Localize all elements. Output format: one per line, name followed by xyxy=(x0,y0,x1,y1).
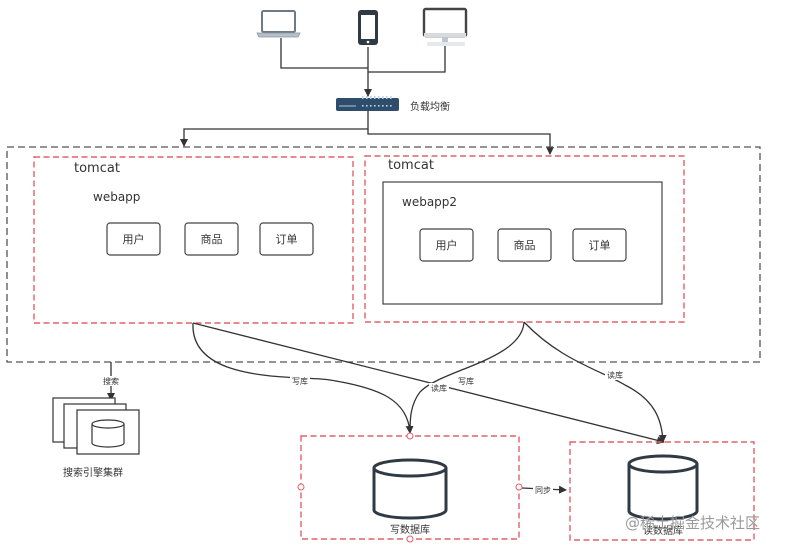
search-cluster-label: 搜索引擎集群 xyxy=(63,466,123,479)
edge-tomcat1-write xyxy=(192,322,414,434)
edge-labels: 写库 读库 写库 读库 搜索 同步 xyxy=(101,370,625,495)
module-order-2[interactable]: 订单 xyxy=(572,228,627,262)
edge-label-read-2: 读库 xyxy=(607,370,623,380)
tomcat-1-label: tomcat xyxy=(74,161,120,176)
read-database[interactable]: 读数据库 xyxy=(569,441,755,541)
webapp-1-label: webapp xyxy=(93,190,140,204)
tomcat-2: tomcat webapp2 用户 商品 订单 xyxy=(364,155,685,323)
laptop-icon xyxy=(256,10,301,38)
edge-label-write-2: 写库 xyxy=(458,376,474,386)
module-user-2[interactable]: 用户 xyxy=(419,228,474,262)
module-order-1[interactable]: 订单 xyxy=(259,222,314,256)
edge-label-write-1: 写库 xyxy=(292,376,308,386)
client-connectors xyxy=(280,38,446,97)
tomcat-2-label: tomcat xyxy=(388,158,434,173)
module-product-1[interactable]: 商品 xyxy=(184,222,239,256)
edge-tomcat1-read xyxy=(192,322,665,445)
svg-text:订单: 订单 xyxy=(276,233,298,246)
write-db-label: 写数据库 xyxy=(390,523,430,536)
database-stack-icon xyxy=(52,397,140,455)
svg-text:订单: 订单 xyxy=(589,239,611,252)
desktop-monitor-icon xyxy=(422,7,468,46)
edge-label-search: 搜索 xyxy=(103,376,119,386)
tomcat-1: tomcat webapp 用户 商品 订单 xyxy=(33,156,354,324)
svg-text:用户: 用户 xyxy=(436,238,458,252)
read-db-label: 读数据库 xyxy=(643,524,683,537)
load-balancer-label: 负载均衡 xyxy=(410,100,450,113)
cluster-container xyxy=(6,146,761,363)
network-switch-icon xyxy=(336,96,399,111)
module-product-2[interactable]: 商品 xyxy=(497,228,552,262)
watermark: @稀土掘金技术社区 xyxy=(625,514,760,532)
svg-text:用户: 用户 xyxy=(123,232,145,246)
write-database[interactable]: 写数据库 xyxy=(297,432,523,543)
database-icon xyxy=(627,454,699,521)
svg-text:商品: 商品 xyxy=(201,232,223,246)
lb-connectors xyxy=(180,111,554,155)
webapp-2-label: webapp2 xyxy=(402,195,457,209)
edge-tomcat2-read xyxy=(523,321,667,443)
module-user-1[interactable]: 用户 xyxy=(106,222,161,256)
search-engine-cluster[interactable]: 搜索引擎集群 xyxy=(52,397,140,479)
database-icon xyxy=(372,458,448,520)
edge-label-read-1: 读库 xyxy=(431,383,447,393)
edge-label-sync: 同步 xyxy=(535,486,551,495)
phone-icon xyxy=(358,10,378,45)
svg-text:商品: 商品 xyxy=(514,238,536,252)
